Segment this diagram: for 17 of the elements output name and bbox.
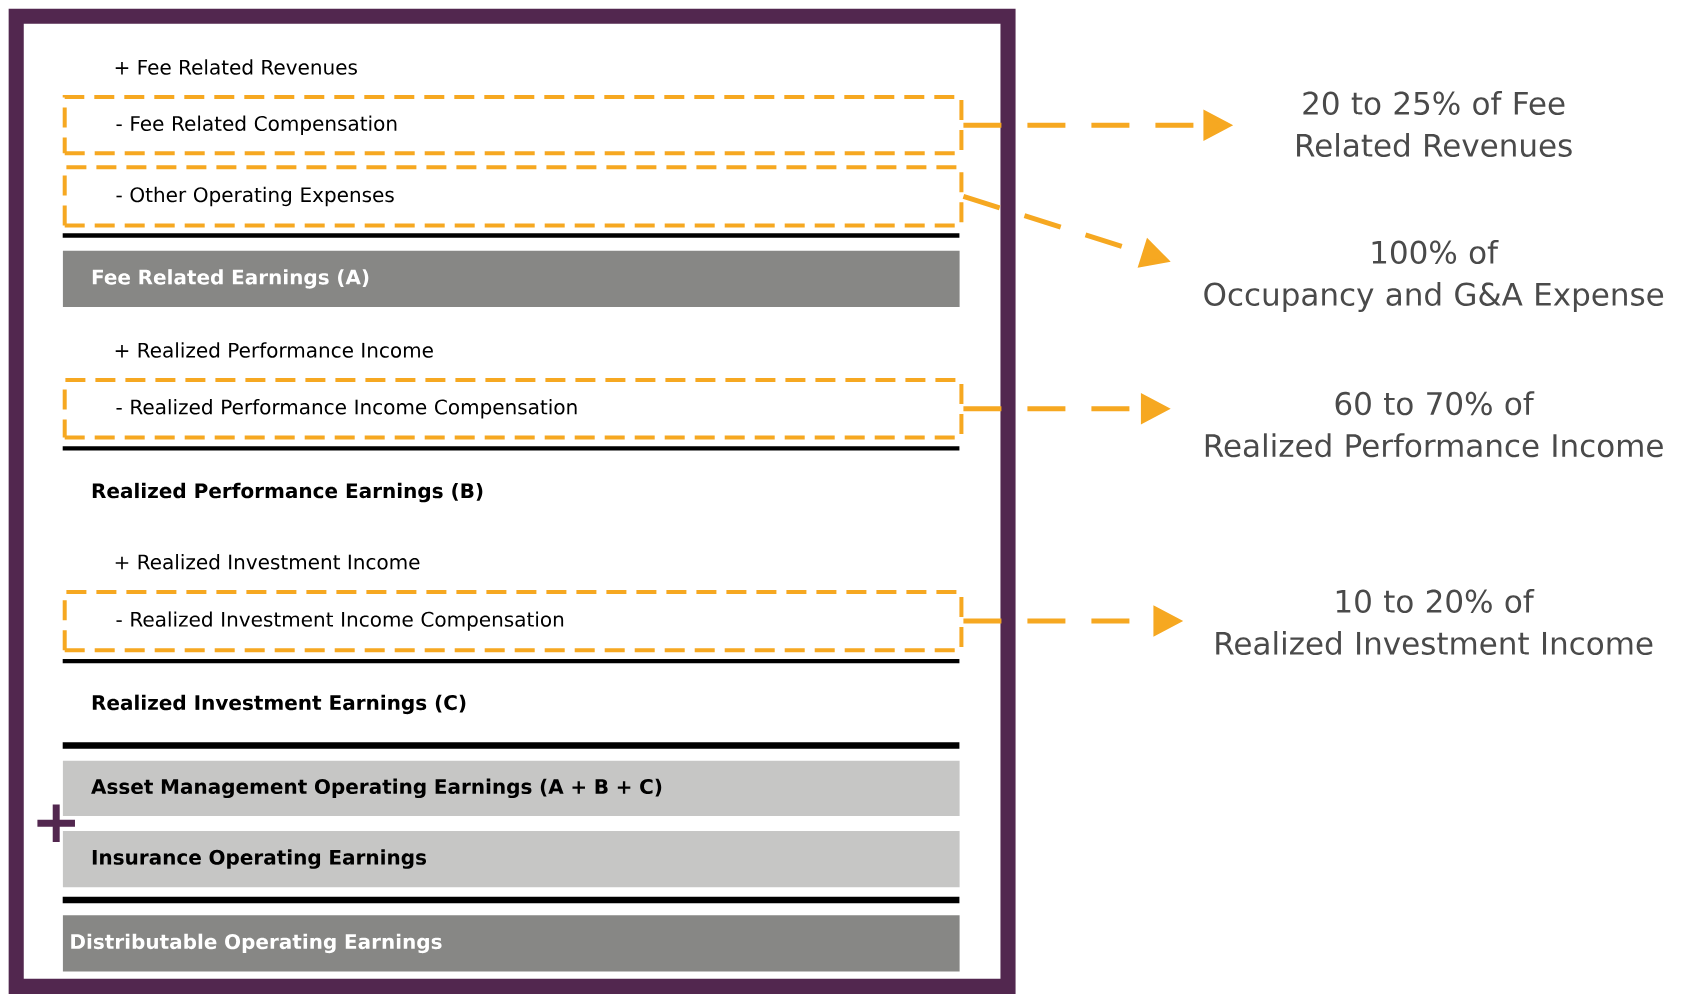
summary-band: Insurance Operating Earnings [62,831,960,888]
summary-band: Asset Management Operating Earnings (A + B + C) [62,760,960,816]
subtotal-label: Realized Performance Earnings (B) [92,482,483,503]
percentage-note: 60 to 70% of Realized Performance Income [1205,391,1663,458]
dashed-box: - Realized Performance Income Compensation [62,378,964,440]
percentage-note: 100% of Occupancy and G&A Expense [1204,240,1664,312]
line-item: + Fee Related Revenues [115,59,357,75]
percentage-note: 10 to 20% of Realized Investment Income [1216,589,1653,655]
summary-band: Fee Related Earnings (A) [62,250,960,307]
dashed-box: - Realized Investment Income Compensation [62,589,964,653]
dashed-box: - Other Operating Expenses [62,165,964,228]
line-item: + Realized Performance Income [115,342,433,358]
summary-band: Distributable Operating Earnings [62,915,960,972]
subtotal-label: Realized Investment Earnings (C) [92,694,466,715]
line-item: + Realized Investment Income [115,554,420,570]
dashed-box: - Fee Related Compensation [62,95,964,156]
percentage-note: 20 to 25% of Fee Related Revenues [1297,91,1572,157]
